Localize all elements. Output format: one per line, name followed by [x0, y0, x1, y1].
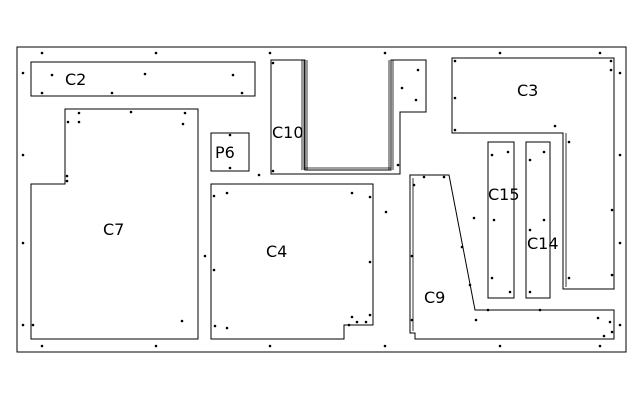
part-c15-label: C15 [488, 185, 520, 204]
part-c4-label: C4 [266, 242, 287, 261]
part-c9-label: C9 [424, 288, 445, 307]
part-c14[interactable]: C14 [525, 141, 559, 299]
part-p6-outline [210, 132, 250, 172]
part-c15[interactable]: C15 [487, 141, 520, 299]
part-c2[interactable]: C2 [30, 61, 256, 97]
part-c4-outline [210, 183, 374, 340]
part-c3-outline [451, 57, 615, 290]
part-c3-label: C3 [517, 81, 538, 100]
part-p6-label: P6 [215, 143, 235, 162]
part-c7[interactable]: C7 [30, 108, 199, 340]
part-c7-outline [30, 108, 199, 340]
part-c3[interactable]: C3 [451, 57, 615, 290]
part-c4[interactable]: C4 [210, 183, 374, 340]
part-c14-outline [525, 141, 551, 299]
sheet-outline [16, 46, 627, 353]
part-c2-outline [30, 61, 256, 97]
part-c14-label: C14 [527, 234, 559, 253]
part-c10[interactable]: C10 [270, 59, 427, 175]
part-c10-label: C10 [272, 123, 304, 142]
sheet-holes [21, 51, 622, 348]
part-p6[interactable]: P6 [210, 132, 250, 172]
part-c2-label: C2 [65, 70, 86, 89]
part-c7-label: C7 [103, 220, 124, 239]
part-c9-outline [409, 174, 615, 340]
part-c15-outline [487, 141, 515, 299]
part-c9[interactable]: C9 [409, 174, 615, 340]
part-c10-outline [270, 59, 427, 175]
